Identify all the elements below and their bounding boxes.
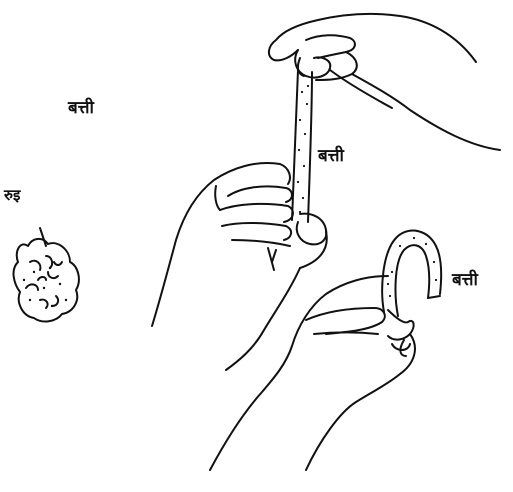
cotton-ball — [14, 228, 79, 321]
wick-label-middle: बत्ती — [318, 148, 344, 165]
cotton-label: रुइ — [4, 188, 20, 203]
bending-hand — [210, 276, 415, 470]
straight-wick — [292, 70, 312, 222]
wick-label-top: बत्ती — [68, 100, 94, 117]
wick-label-right: बत्ती — [452, 272, 478, 289]
upper-hand — [269, 14, 500, 150]
curved-wick — [382, 231, 441, 316]
lower-hand — [152, 163, 327, 370]
